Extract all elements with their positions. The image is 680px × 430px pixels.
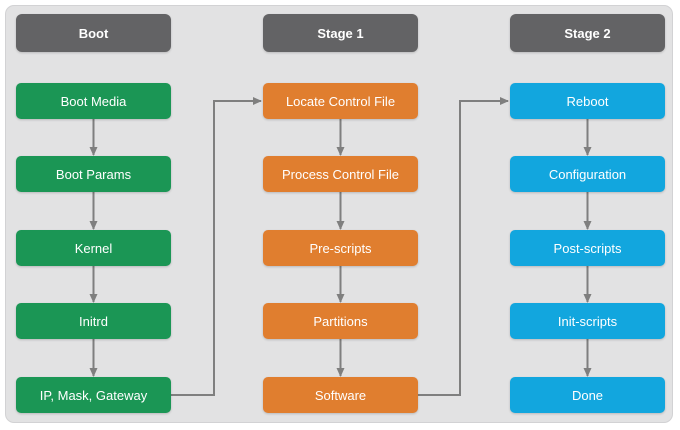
column-header-stage1: Stage 1 (263, 14, 418, 52)
flow-box: Initrd (16, 303, 171, 339)
flow-box: Locate Control File (263, 83, 418, 119)
flow-box: Pre-scripts (263, 230, 418, 266)
flow-box: Boot Params (16, 156, 171, 192)
flow-box: Init-scripts (510, 303, 665, 339)
diagram-canvas (5, 5, 673, 423)
flow-box: Software (263, 377, 418, 413)
flow-box: Process Control File (263, 156, 418, 192)
column-header-boot: Boot (16, 14, 171, 52)
flow-box: Reboot (510, 83, 665, 119)
flow-box: IP, Mask, Gateway (16, 377, 171, 413)
flow-box: Kernel (16, 230, 171, 266)
flow-box: Boot Media (16, 83, 171, 119)
column-header-stage2: Stage 2 (510, 14, 665, 52)
flow-box: Partitions (263, 303, 418, 339)
flow-box: Post-scripts (510, 230, 665, 266)
flow-box: Done (510, 377, 665, 413)
flow-box: Configuration (510, 156, 665, 192)
